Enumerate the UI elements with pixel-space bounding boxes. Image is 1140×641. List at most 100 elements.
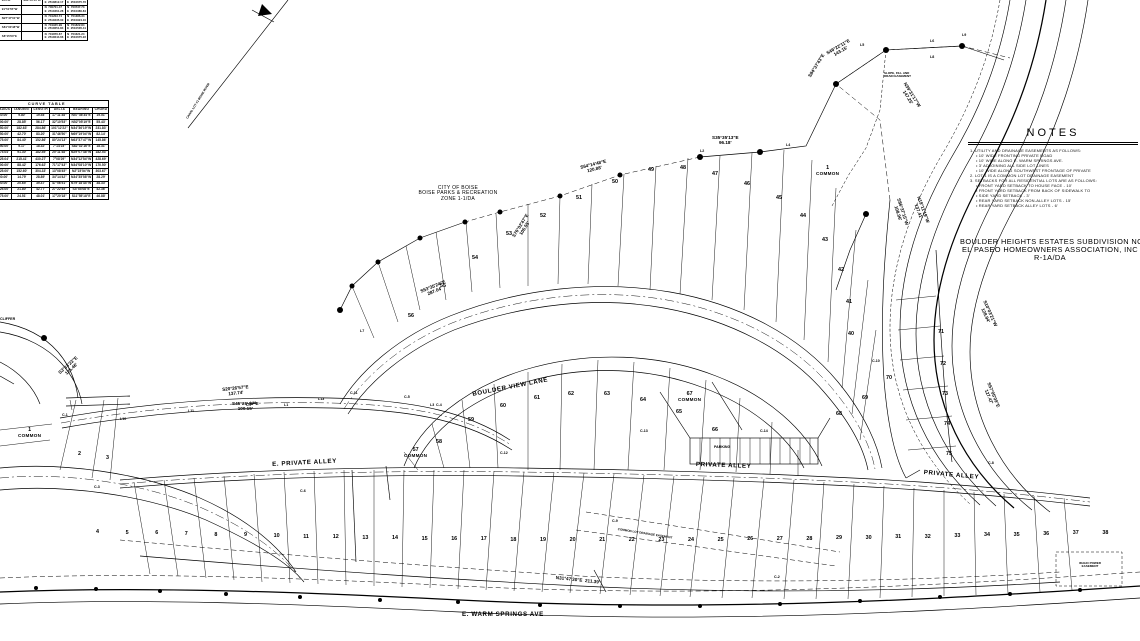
curve-table-caption: CURVE TABLE — [0, 100, 110, 108]
curve-table: CURVE TABLE NO.RADIUSTANGENTLENGTHDELTAB… — [0, 100, 110, 200]
lot-number: 56 — [408, 313, 414, 319]
city-line-3: ZONE 1-1/DA — [440, 195, 476, 202]
lot-number: 26 — [747, 536, 754, 543]
common-lot-1-top: 1 COMMON — [816, 165, 839, 176]
survey-callout: C-4 — [436, 403, 442, 407]
coordinate-table-cell: N 700737.73 E 2510380.84 — [64, 4, 89, 15]
survey-callout: L8 — [930, 55, 935, 59]
curve-table-cell: 17°11'38" — [48, 112, 70, 120]
coordinate-table-cell: N 701822.84 E 2510535.41 — [64, 22, 89, 33]
lot-number: 73 — [942, 391, 948, 397]
coordinate-table-cell — [20, 22, 44, 33]
curve-table-cell: S11°55'18"E — [68, 192, 94, 200]
lot-number: 28 — [806, 535, 813, 542]
lot-number: 53 — [506, 231, 512, 237]
lot-number: 65 — [676, 409, 682, 415]
lot-number: 23 — [658, 536, 665, 543]
coordinate-table-cell: N 701386.34 E 2510924.10 — [64, 13, 89, 24]
coordinate-table-cell — [20, 4, 44, 15]
curve-table-row: C-14175.00'24.51'48.01'17°20'18"S11°55'1… — [0, 192, 110, 200]
lot-number: 71 — [938, 329, 944, 335]
common-lot-label: COMMON — [18, 432, 42, 438]
survey-callout: L3 — [430, 403, 435, 407]
subdivision-title-block: BOULDER HEIGHTS ESTATES SUBDIVISION NO. … — [960, 238, 1140, 261]
coordinate-table-cell — [20, 31, 44, 42]
survey-callout: L4 — [786, 143, 791, 147]
survey-callout: L11 — [188, 409, 194, 413]
parking-label: PARKING — [714, 445, 731, 449]
survey-callout: L10 — [120, 417, 127, 421]
lot-number: 32 — [924, 533, 931, 540]
lot-number: 17 — [480, 536, 487, 543]
lot-number: 12 — [332, 534, 339, 541]
lot-number: 20 — [569, 536, 576, 543]
lot-number: 9 — [244, 532, 247, 539]
common-lot-number: 67 — [686, 391, 693, 397]
common-lot-67: 67 COMMON — [678, 391, 702, 402]
lot-number: 40 — [848, 331, 854, 337]
lot-number: 47 — [712, 171, 718, 177]
lot-number: 44 — [800, 213, 806, 219]
notes-block: NOTES 1. UTILITY AND DRAINAGE EASEMENTS … — [968, 127, 1138, 208]
note-item: 1. UTILITY AND DRAINAGE EASEMENTS AS FOL… — [970, 147, 1082, 153]
lot-number: 6 — [155, 530, 159, 537]
coordinate-table-row: 291°51'55"WN 700701.47 E 2510361.28N 700… — [0, 4, 89, 15]
coordinate-table-cell: N 701876.67 E 2510644.66 — [42, 31, 66, 42]
lot-number: 70 — [886, 375, 892, 381]
note-item: • 10' WIDE ALONG SOUTHWEST FRONTAGE OF P… — [976, 167, 1092, 173]
lot-number: 24 — [688, 536, 694, 543]
survey-callout: C-6 — [300, 489, 306, 493]
lot-number: 45 — [776, 195, 782, 201]
note-item: • FRONT YARD SETBACK TO HOUSE FACE - 10' — [976, 182, 1073, 188]
curve-table-cell: 32°10'53" — [48, 118, 70, 127]
common-lot-1-left: 1 COMMON — [18, 427, 42, 438]
city-line-2: BOISE PARKS & RECREATION — [418, 190, 498, 197]
lot-number: 49 — [648, 167, 654, 173]
lot-number: 48 — [680, 165, 686, 171]
survey-callout: C-9 — [612, 519, 618, 523]
lot-number: 22 — [628, 536, 635, 543]
note-item: • 10' WIDE FRONTING PRIVATE ROAD — [976, 152, 1053, 158]
lot-number: 35 — [1013, 531, 1020, 538]
note-item: • FRONT YARD SETBACK FROM BACK OF SIDEWA… — [976, 187, 1091, 193]
curve-table-cell: 9.80' — [11, 112, 33, 120]
survey-callout: C-10 — [872, 359, 880, 363]
bearing-label: S45°26'41"E 100.15' — [232, 401, 259, 411]
survey-callout: L6 — [930, 39, 935, 43]
lot-number: 8 — [214, 531, 218, 538]
coordinate-table-cell: S81°00'48"W — [0, 22, 22, 33]
survey-callout: L13 — [318, 397, 325, 401]
lot-number: 2 — [78, 451, 81, 457]
lot-number: 37 — [1072, 530, 1079, 537]
lot-number: 66 — [712, 427, 718, 433]
survey-callout: C-7 — [246, 403, 252, 407]
lot-number: 59 — [468, 417, 474, 423]
lot-number: 42 — [838, 267, 844, 273]
note-item: 3. SETBACKS FOR ALL RESIDENTIAL LOTS ARE… — [970, 177, 1097, 183]
lot-number: 31 — [895, 534, 902, 541]
curve-table-cell: 175.00' — [0, 192, 13, 200]
bearing-label: S35°35'13"E 96.18' — [712, 135, 739, 145]
curve-table-cell: 46.88' — [92, 192, 110, 200]
coordinate-table-cell: N 700701.47 E 2510361.28 — [42, 4, 66, 15]
common-lot-label: COMMON — [678, 396, 702, 402]
lot-number: 30 — [865, 534, 872, 541]
survey-callout: L5 — [860, 43, 865, 47]
coordinate-table-cell: N 701945.99 E 2510651.84 — [42, 22, 66, 33]
survey-callout: L2 — [700, 149, 705, 153]
coordinate-table-cell: S8°15'00"E — [0, 31, 22, 42]
lot-number: 13 — [362, 534, 369, 541]
survey-callout: C-3 — [94, 485, 100, 489]
coordinate-table-cell: N27°47'01"W — [0, 13, 22, 24]
common-lot-number: 57 — [412, 447, 419, 453]
survey-callout: C-14 — [760, 429, 768, 433]
lot-number: 10 — [273, 533, 280, 540]
common-lot-label: COMMON — [404, 452, 428, 458]
coordinate-table: 1205.11'S88°56'44"WN 701325.07 E 2510812… — [0, 0, 89, 42]
coordinate-table-row: 4S81°00'48"WN 701945.99 E 2510651.84N 70… — [0, 22, 89, 33]
lot-number: 52 — [540, 213, 546, 219]
lot-number: 62 — [568, 391, 574, 397]
survey-callout: C-2 — [774, 575, 780, 579]
curve-table-cell: 17°20'18" — [48, 192, 70, 200]
